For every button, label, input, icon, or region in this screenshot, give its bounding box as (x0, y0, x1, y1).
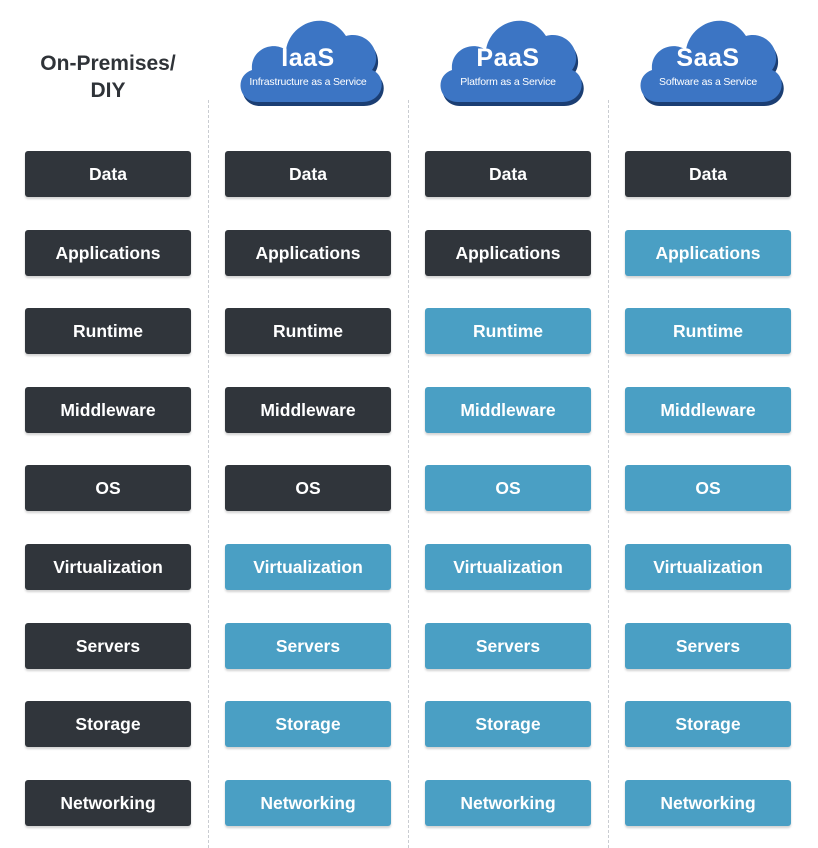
layer-block-applications: Applications (225, 230, 391, 276)
layer-block-servers: Servers (225, 623, 391, 669)
layer-block-middleware: Middleware (225, 387, 391, 433)
on-premises-title: On-Premises/ DIY (16, 50, 200, 104)
layer-block-applications: Applications (25, 230, 191, 276)
paas-cloud-header: PaaS Platform as a Service (428, 4, 588, 108)
layer-block-servers: Servers (25, 623, 191, 669)
paas-full-name: Platform as a Service (460, 76, 556, 88)
on-premises-title-line-1: On-Premises/ (40, 52, 176, 75)
layer-block-networking: Networking (625, 780, 791, 826)
cloud-icon (240, 20, 384, 106)
layer-block-os: OS (225, 465, 391, 511)
saas-cloud-header: SaaS Software as a Service (628, 4, 788, 108)
layer-block-middleware: Middleware (625, 387, 791, 433)
layer-block-networking: Networking (25, 780, 191, 826)
layer-block-networking: Networking (225, 780, 391, 826)
layer-block-data: Data (225, 151, 391, 197)
saas-full-name: Software as a Service (659, 76, 757, 88)
layer-block-servers: Servers (625, 623, 791, 669)
layer-block-virtualization: Virtualization (25, 544, 191, 590)
column-divider (608, 100, 609, 848)
iaas-full-name: Infrastructure as a Service (249, 76, 367, 88)
layer-block-runtime: Runtime (625, 308, 791, 354)
cloud-icon (640, 20, 784, 106)
layer-block-storage: Storage (225, 701, 391, 747)
layer-block-virtualization: Virtualization (625, 544, 791, 590)
layer-block-storage: Storage (25, 701, 191, 747)
layer-block-middleware: Middleware (425, 387, 591, 433)
layer-block-virtualization: Virtualization (225, 544, 391, 590)
layer-block-runtime: Runtime (425, 308, 591, 354)
saas-abbr: SaaS (676, 44, 740, 72)
layer-block-middleware: Middleware (25, 387, 191, 433)
layer-block-data: Data (25, 151, 191, 197)
layer-block-servers: Servers (425, 623, 591, 669)
paas-abbr: PaaS (476, 44, 540, 72)
layer-block-os: OS (625, 465, 791, 511)
layer-block-virtualization: Virtualization (425, 544, 591, 590)
layer-block-storage: Storage (625, 701, 791, 747)
layer-block-data: Data (425, 151, 591, 197)
layer-block-applications: Applications (425, 230, 591, 276)
layer-block-networking: Networking (425, 780, 591, 826)
layer-block-applications: Applications (625, 230, 791, 276)
layer-block-runtime: Runtime (25, 308, 191, 354)
column-divider (208, 100, 209, 848)
layer-block-os: OS (425, 465, 591, 511)
iaas-abbr: IaaS (281, 44, 335, 72)
column-divider (408, 100, 409, 848)
layer-block-os: OS (25, 465, 191, 511)
iaas-cloud-header: IaaS Infrastructure as a Service (228, 4, 388, 108)
layer-block-storage: Storage (425, 701, 591, 747)
layer-block-data: Data (625, 151, 791, 197)
layer-block-runtime: Runtime (225, 308, 391, 354)
on-premises-title-line-2: DIY (90, 79, 126, 102)
cloud-icon (440, 20, 584, 106)
